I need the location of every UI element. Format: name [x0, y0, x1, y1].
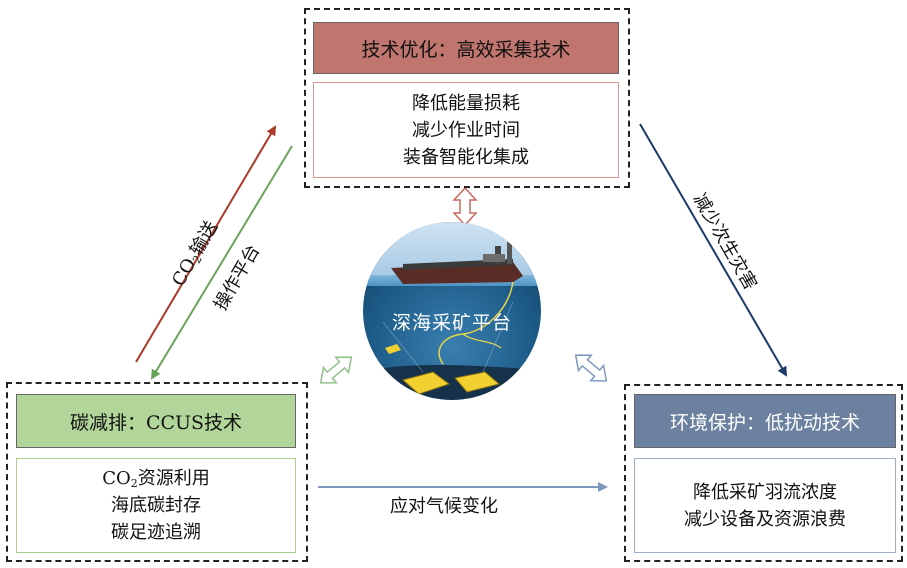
top-node-frame [304, 8, 630, 188]
right-node-frame [624, 384, 903, 562]
right-node-body: 降低采矿羽流浓度 减少设备及资源浪费 [634, 458, 896, 553]
top-node-line-1: 降低能量损耗 [412, 92, 520, 114]
left-node-line-1-text: 资源利用 [137, 468, 210, 489]
left-node-line-3: 碳足迹追溯 [111, 522, 201, 543]
right-node-title: 环境保护：低扰动技术 [634, 394, 896, 448]
top-hub-double-arrow [452, 186, 478, 227]
reduce-disaster-arrow [639, 123, 788, 377]
left-node-frame [6, 382, 308, 562]
top-node-line-3: 装备智能化集成 [403, 146, 529, 168]
left-node-line-2: 海底碳封存 [111, 495, 201, 516]
left-node-line-1-co: CO [102, 468, 131, 489]
deep-sea-mining-platform-hub: 深海采矿平台 [363, 222, 541, 400]
hub-title: 深海采矿平台 [391, 312, 512, 334]
top-node-body: 降低能量损耗 减少作业时间 装备智能化集成 [313, 82, 619, 178]
platform-illustration [363, 242, 541, 400]
left-hub-double-arrow [319, 356, 353, 384]
right-node-line-1: 降低采矿羽流浓度 [693, 481, 837, 503]
left-node-body: CO2资源利用 海底碳封存 碳足迹追溯 [16, 458, 296, 553]
left-node-line-1-sub: 2 [130, 477, 138, 490]
operation-platform-arrow [150, 145, 293, 380]
co2-transport-arrow [135, 125, 277, 363]
right-node-line-2: 减少设备及资源浪费 [684, 508, 846, 530]
right-hub-double-arrow [574, 354, 608, 382]
left-node-title: 碳减排：CCUS技术 [16, 394, 296, 448]
top-node-title: 技术优化：高效采集技术 [313, 22, 619, 74]
climate-label: 应对气候变化 [390, 496, 498, 517]
left-node-line-1: CO2资源利用 [102, 465, 210, 492]
top-node-line-2: 减少作业时间 [412, 119, 520, 141]
